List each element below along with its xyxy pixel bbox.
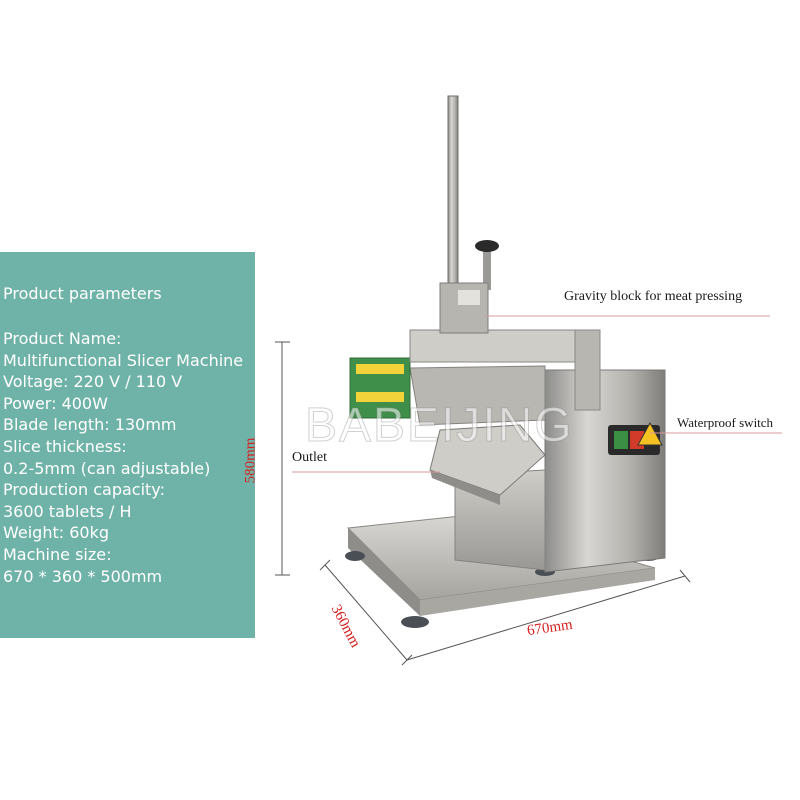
outlet-chute — [429, 424, 546, 505]
param-line: Blade length: 130mm — [3, 415, 177, 435]
param-line: Power: 400W — [3, 393, 108, 413]
param-line: 0.2-5mm (can adjustable) — [3, 458, 211, 478]
height-dimension-line — [275, 341, 290, 576]
param-line: Multifunctional Slicer Machine — [3, 350, 244, 370]
param-line: Production capacity: — [3, 480, 165, 500]
waterproof-switch — [608, 421, 663, 455]
waterproof-switch-label: Waterproof switch — [677, 415, 774, 430]
watermark: BABEIJING — [305, 399, 574, 453]
param-line: Slice thickness: — [3, 436, 127, 456]
width-dimension-line — [406, 569, 691, 661]
param-line: 3600 tablets / H — [3, 501, 132, 521]
param-line: Weight: 60kg — [3, 523, 109, 543]
parameters-panel — [0, 252, 255, 638]
param-line: 670 * 360 * 500mm — [3, 566, 163, 586]
machine-body — [349, 329, 666, 573]
param-line: Machine size: — [3, 544, 112, 564]
param-line: Product Name: — [3, 329, 122, 348]
gravity-block-assembly — [439, 95, 499, 334]
gravity-block-label: Gravity block for meat pressing — [564, 289, 743, 304]
height-dimension-label: 580mm — [242, 437, 259, 484]
outlet-label: Outlet — [292, 450, 327, 465]
parameters-title: Product parameters — [3, 284, 162, 303]
parameters-list: Product Name: Multifunctional Slicer Mac… — [3, 328, 243, 587]
param-line: Voltage: 220 V / 110 V — [3, 372, 183, 392]
